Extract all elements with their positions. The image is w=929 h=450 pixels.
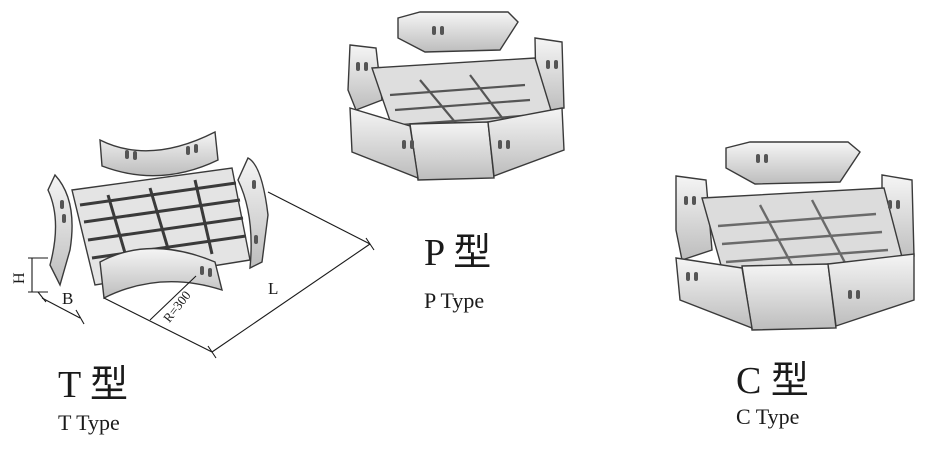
c-front-left-side [675,257,753,330]
p-front-right-side [487,107,565,177]
t-dim-r: R=300 [160,288,194,325]
c-type-illustration [675,141,915,331]
t-dimension-lines [28,191,375,359]
p-floor-slots [389,74,536,141]
t-left-flange [47,173,73,287]
p-back-arm [397,11,519,53]
c-type-title-en: C Type [736,404,800,429]
t-dim-b: B [62,289,73,308]
p-left-arm [347,44,383,111]
p-slot-holes [356,26,558,149]
c-front-right-side [827,253,915,327]
c-front-arm [741,263,837,331]
p-type-title-en: P Type [424,288,485,313]
p-type-title-cn: P 型 [424,232,492,274]
c-back-arm [725,141,861,185]
p-front-left-side [349,107,419,180]
t-type-illustration [47,130,269,300]
c-left-arm [675,175,713,261]
t-front-flange [99,247,223,300]
t-dim-l: L [268,279,278,298]
p-front-arm [409,121,495,181]
t-dim-h: H [11,272,28,284]
c-type-title-cn: C 型 [736,360,809,402]
p-type-illustration [347,11,565,181]
t-right-flange [237,157,269,270]
t-slot-holes [60,144,258,277]
t-type-title-en: T Type [58,410,120,435]
t-type-title-cn: T 型 [58,364,129,406]
c-slot-holes [684,154,900,299]
t-back-flange [99,130,219,177]
